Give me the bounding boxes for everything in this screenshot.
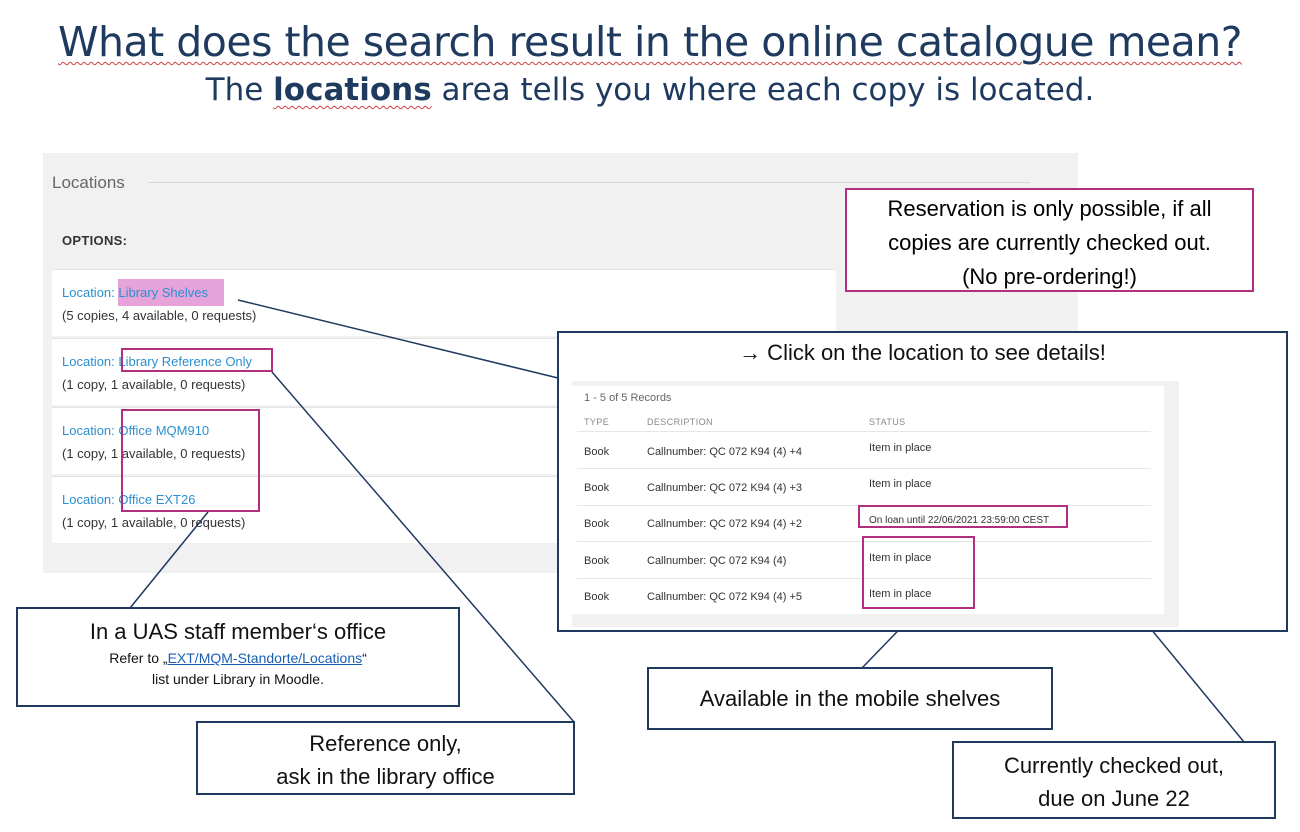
table-row: Book Callnumber: QC 072 K94 (4) +4 Item …	[577, 431, 1151, 468]
connector-line	[237, 299, 559, 379]
column-header-description: DESCRIPTION	[647, 417, 713, 427]
details-table	[572, 386, 1164, 614]
heading-divider	[148, 182, 1030, 183]
location-link[interactable]: Location: Office EXT26	[62, 492, 196, 507]
column-header-type: TYPE	[584, 417, 610, 427]
details-heading: → Click on the location to see details!	[739, 340, 1106, 365]
mobile-shelves-note: Available in the mobile shelves	[647, 667, 1053, 730]
office-highlight	[121, 409, 260, 512]
reference-only-highlight	[121, 348, 273, 372]
reservation-note: Reservation is only possible, if all cop…	[845, 188, 1254, 292]
records-count: 1 - 5 of 5 Records	[584, 392, 672, 404]
location-summary: (1 copy, 1 available, 0 requests)	[62, 446, 246, 461]
on-loan-highlight	[858, 505, 1068, 528]
location-summary: (1 copy, 1 available, 0 requests)	[62, 377, 246, 392]
location-link[interactable]: Location: Library Shelves	[62, 279, 224, 306]
moodle-locations-link[interactable]: EXT/MQM-Standorte/Locations	[167, 650, 363, 666]
connector-line	[271, 371, 575, 723]
in-place-highlight	[862, 536, 975, 609]
table-row: Book Callnumber: QC 072 K94 (4) +3 Item …	[577, 468, 1151, 505]
slide-title: What does the search result in the onlin…	[57, 18, 1243, 66]
checked-out-note: Currently checked out, due on June 22	[952, 741, 1276, 819]
connector-line	[129, 511, 209, 609]
staff-office-note: In a UAS staff member‘s office Refer to …	[16, 607, 460, 707]
location-link[interactable]: Location: Library Reference Only	[62, 354, 253, 369]
table-row: Book Callnumber: QC 072 K94 (4) Item in …	[577, 541, 1151, 578]
column-header-status: STATUS	[869, 417, 906, 427]
options-label: OPTIONS:	[62, 233, 128, 248]
slide-subtitle: The locations area tells you where each …	[205, 72, 1095, 108]
location-summary: (1 copy, 1 available, 0 requests)	[62, 515, 246, 530]
location-summary: (5 copies, 4 available, 0 requests)	[62, 308, 257, 323]
location-item[interactable]: Location: Library Shelves (5 copies, 4 a…	[52, 269, 836, 336]
location-link[interactable]: Location: Office MQM910	[62, 423, 210, 438]
reference-only-note: Reference only, ask in the library offic…	[196, 721, 575, 795]
table-row: Book Callnumber: QC 072 K94 (4) +5 Item …	[577, 578, 1151, 615]
locations-heading: Locations	[52, 173, 125, 192]
